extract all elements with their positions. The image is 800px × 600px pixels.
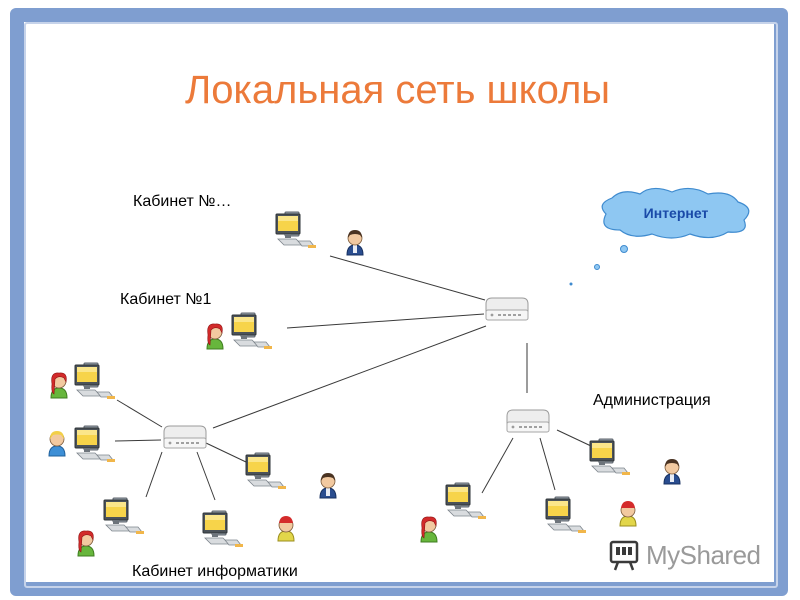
user-dark-icon <box>663 458 681 485</box>
main-switch <box>485 297 529 321</box>
computer-cs-5 <box>202 510 244 548</box>
watermark-text: MyShared <box>646 540 761 570</box>
computer-cs-2 <box>74 425 116 463</box>
myshared-logo-icon <box>609 540 639 571</box>
internet-label: Интернет <box>643 205 709 221</box>
computer-cs-4 <box>103 497 145 535</box>
cs-room-switch <box>163 425 207 449</box>
user-red-icon <box>420 516 438 543</box>
slide-inner-border <box>24 22 778 588</box>
computer-room-other <box>275 211 317 249</box>
room-1-label: Кабинет №1 <box>120 291 212 308</box>
room-other-label: Кабинет №… <box>133 193 232 210</box>
watermark: MyShared <box>610 540 761 572</box>
user-blonde-icon <box>48 430 66 457</box>
user-cap-icon <box>277 515 295 542</box>
computer-cs-3 <box>245 452 287 490</box>
computer-room-1 <box>231 312 273 350</box>
administration-label: Администрация <box>593 392 711 409</box>
user-cap-icon <box>619 500 637 527</box>
admin-switch <box>506 409 550 433</box>
page-title: Локальная сеть школы <box>184 68 611 112</box>
computer-admin-1 <box>445 482 487 520</box>
computer-admin-3 <box>589 438 631 476</box>
user-red-icon <box>77 530 95 557</box>
internet-cloud <box>569 187 750 286</box>
user-red-icon <box>50 372 68 399</box>
computer-admin-2 <box>545 496 587 534</box>
user-red-icon <box>206 323 224 350</box>
user-dark-icon <box>319 472 337 499</box>
user-dark-icon <box>346 229 364 256</box>
network-links <box>114 255 592 501</box>
computer-cs-1 <box>74 362 116 400</box>
cs-room-label: Кабинет информатики <box>132 563 298 580</box>
